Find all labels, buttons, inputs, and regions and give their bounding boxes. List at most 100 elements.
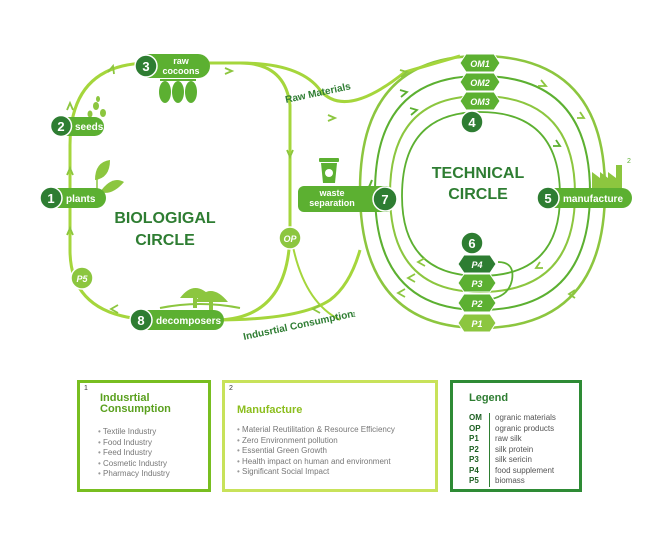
node-4: 4: [460, 110, 484, 134]
arrow-icon: [406, 273, 416, 283]
list-item: Food Industry: [98, 438, 170, 449]
node-number: 1: [47, 191, 54, 206]
arrow-icon: [224, 67, 235, 75]
svg-text:3: 3: [142, 59, 149, 74]
seeds-icon: [87, 96, 106, 118]
svg-text:waste: waste: [318, 188, 344, 198]
node-decomposers: 8 decomposers: [129, 308, 224, 332]
arrow-icon: [538, 79, 548, 87]
industrial-consumption-box: 1 Indusrtial Consumption Textile Industr…: [77, 380, 211, 492]
arrow-icon: [553, 139, 562, 147]
svg-text:manufacture: manufacture: [563, 194, 623, 205]
manufacture-box: 2 Manufacture Material Reutilitation & R…: [222, 380, 438, 492]
list-item: Textile Industry: [98, 427, 170, 438]
svg-text:2: 2: [57, 119, 64, 134]
arrow-icon: [109, 304, 119, 314]
box-title: Indusrtial Consumption: [100, 392, 171, 415]
raw-materials-connector: [239, 54, 461, 104]
p3-label: P3: [471, 279, 482, 289]
mushrooms-icon: [159, 288, 241, 310]
svg-text:7: 7: [381, 192, 388, 207]
industry-list: Textile Industry Food Industry Feed Indu…: [98, 427, 170, 480]
list-item: Pharmacy Industry: [98, 469, 170, 480]
bio-title-line2: CIRCLE: [135, 232, 195, 249]
svg-text:OP: OP: [283, 234, 297, 244]
arrow-icon: [286, 149, 294, 160]
p-stack: P4 P3 P2 P1: [457, 254, 497, 333]
list-item: Feed Industry: [98, 448, 170, 459]
svg-text:raw: raw: [173, 56, 190, 66]
box-title: Manufacture: [237, 404, 303, 416]
list-item: Cosmetic Industry: [98, 459, 170, 470]
arrow-icon: [66, 100, 74, 111]
node-6: 6: [460, 231, 484, 255]
arrow-icon: [66, 165, 74, 176]
manufacture-list: Material Reutilitation & Resource Effici…: [237, 425, 395, 478]
arrow-icon: [577, 111, 586, 119]
list-item: Health impact on human and environment: [237, 457, 395, 468]
p4-loop: [479, 261, 514, 301]
p4-label: P4: [471, 260, 482, 270]
svg-text:8: 8: [137, 313, 144, 328]
box-ref: 1: [84, 385, 88, 392]
tech-title-line2: CIRCLE: [448, 186, 508, 203]
tech-title-line1: TECHNICAL: [432, 165, 525, 182]
node-label: plants: [66, 194, 96, 205]
factory-icon: [592, 165, 622, 188]
list-item: Significant Social Impact: [237, 467, 395, 478]
box-ref: 2: [229, 385, 233, 392]
svg-text:6: 6: [468, 236, 475, 251]
om1-label: OM1: [470, 59, 490, 69]
list-item: Zero Environment pollution: [237, 436, 395, 447]
svg-text:decomposers: decomposers: [156, 316, 221, 327]
arrow-icon: [311, 304, 321, 314]
arrow-icon: [416, 257, 426, 267]
svg-text:seeds: seeds: [75, 122, 104, 133]
node-p5: P5: [70, 266, 94, 290]
consumption-connector: [214, 249, 362, 322]
node-raw-cocoons: 3 raw cocoons: [134, 54, 210, 78]
svg-text:4: 4: [468, 115, 476, 130]
arrow-icon: [107, 63, 115, 75]
node-manufacture: 5 manufacture: [536, 186, 632, 210]
svg-text:5: 5: [544, 191, 551, 206]
arrow-icon: [327, 114, 338, 122]
arrow-icon: [66, 225, 74, 236]
arrow-icon: [409, 107, 419, 116]
svg-text:P5: P5: [76, 274, 88, 284]
arrow-icon: [396, 288, 406, 298]
om3-label: OM3: [470, 97, 490, 107]
node-op: OP: [278, 226, 302, 250]
legend-title: Legend: [469, 392, 509, 404]
om2-label: OM2: [470, 78, 490, 88]
ref-1: 1: [352, 312, 356, 319]
node-seeds: 2 seeds: [49, 114, 104, 138]
arrow-icon: [399, 69, 409, 78]
p1-label: P1: [471, 319, 482, 329]
node-plants: 1 plants: [39, 186, 106, 210]
arrow-icon: [567, 289, 576, 299]
cocoons-icon: [159, 79, 197, 103]
list-item: Material Reutilitation & Resource Effici…: [237, 425, 395, 436]
node-waste-separation: 7 waste separation: [298, 186, 398, 212]
arrow-icon: [534, 261, 543, 269]
list-item: Essential Green Growth: [237, 446, 395, 457]
arrow-icon: [399, 89, 409, 98]
p2-label: P2: [471, 299, 482, 309]
om-stack: OM1 OM2 OM3: [459, 53, 501, 111]
ref-2: 2: [627, 158, 631, 165]
svg-text:cocoons: cocoons: [162, 66, 199, 76]
recycle-bin-icon: [319, 158, 339, 183]
bio-title-line1: BIOLOGIGAL: [114, 210, 216, 227]
svg-text:separation: separation: [309, 198, 355, 208]
cycle-diagram: 2 BIOLOGIGAL CIRCLE TECHNICAL CIRCLE Raw…: [39, 53, 632, 343]
